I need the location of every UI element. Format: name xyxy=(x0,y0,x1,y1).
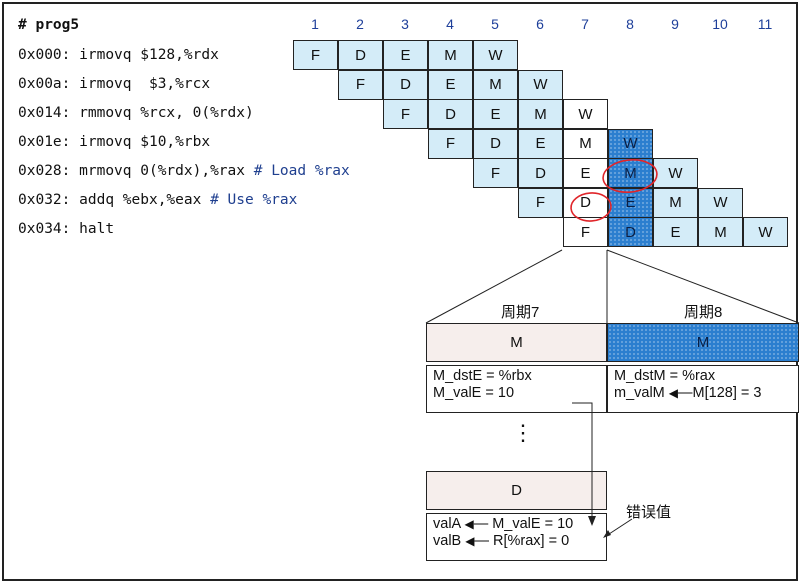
cycle-number: 11 xyxy=(757,16,773,32)
stage-cell: W xyxy=(653,158,698,188)
stage-cell: D xyxy=(518,158,563,188)
ellipsis: ⋮ xyxy=(512,420,534,445)
cycle-number: 2 xyxy=(356,16,364,32)
d-register-body: valA ◀— M_valE = 10 valB ◀— R[%rax] = 0 xyxy=(426,513,607,561)
m-register-cycle7-header: M xyxy=(426,323,607,362)
cycle8-label: 周期8 xyxy=(684,304,723,321)
forward-arrow-head xyxy=(588,516,596,526)
error-arrow-line xyxy=(605,518,633,537)
code-line: 0x01e: irmovq $10,%rbx xyxy=(18,133,210,151)
cycle-number: 6 xyxy=(536,16,544,32)
code-line: 0x028: mrmovq 0(%rdx),%rax # Load %rax xyxy=(18,162,350,180)
stage-cell: W xyxy=(563,99,608,129)
code-instruction: halt xyxy=(79,221,115,237)
stage-cell: W xyxy=(743,217,788,247)
cycle-number: 10 xyxy=(712,16,728,32)
code-instruction: irmovq $10,%rbx xyxy=(79,134,211,150)
m-valm-line: m_valM ◀—M[128] = 3 xyxy=(614,385,762,401)
program-title: # prog5 xyxy=(18,17,80,33)
code-comment: # Load %rax xyxy=(253,163,350,179)
error-arrow-head xyxy=(603,530,611,538)
m-dste-line: M_dstE = %rbx xyxy=(433,368,532,384)
stage-cell: M xyxy=(563,128,608,159)
stage-cell: D xyxy=(428,99,473,129)
m-register-cycle8-header: M xyxy=(607,323,799,362)
stage-cell: F xyxy=(473,158,518,188)
code-line: 0x014: rmmovq %rcx, 0(%rdx) xyxy=(18,104,254,122)
code-address: 0x034: xyxy=(18,221,71,237)
wedge-right-line xyxy=(606,249,800,324)
stage-cell: W xyxy=(608,128,653,159)
code-instruction: addq %ebx,%eax xyxy=(79,192,202,208)
code-address: 0x000: xyxy=(18,47,71,63)
forward-arrow-line xyxy=(572,402,593,524)
stage-cell: F xyxy=(383,99,428,129)
d-register-header: D xyxy=(426,471,607,510)
cycle-number: 8 xyxy=(626,16,634,32)
d-valb-line: valB ◀— R[%rax] = 0 xyxy=(433,533,570,549)
stage-cell: E xyxy=(653,217,698,247)
wedge-left-line xyxy=(425,249,563,324)
code-line: 0x00a: irmovq $3,%rcx xyxy=(18,75,210,93)
code-address: 0x01e: xyxy=(18,134,71,150)
cycle-number: 3 xyxy=(401,16,409,32)
code-line: 0x032: addq %ebx,%eax # Use %rax xyxy=(18,191,297,209)
stage-cell: F xyxy=(338,69,383,100)
circle-m-cycle8 xyxy=(602,159,658,193)
code-address: 0x014: xyxy=(18,105,71,121)
stage-cell: D xyxy=(383,69,428,100)
stage-cell: F xyxy=(293,40,338,70)
code-address: 0x00a: xyxy=(18,76,71,92)
m-register-cycle8-body: M_dstM = %rax m_valM ◀—M[128] = 3 xyxy=(607,365,799,413)
stage-cell: F xyxy=(563,217,608,247)
code-address: 0x032: xyxy=(18,192,71,208)
cycle-number: 9 xyxy=(671,16,679,32)
code-instruction: irmovq $128,%rdx xyxy=(79,47,219,63)
cycle7-label: 周期7 xyxy=(501,304,540,321)
circle-d-cycle7 xyxy=(570,192,612,222)
code-comment: # Use %rax xyxy=(210,192,298,208)
cycle-number: 5 xyxy=(491,16,499,32)
stage-cell: F xyxy=(428,128,473,159)
stage-cell: M xyxy=(608,158,653,188)
stage-cell: M xyxy=(428,40,473,70)
code-address: 0x028: xyxy=(18,163,71,179)
cycle-number: 7 xyxy=(581,16,589,32)
code-instruction: rmmovq %rcx, 0(%rdx) xyxy=(79,105,254,121)
stage-cell: F xyxy=(518,187,563,218)
stage-cell: D xyxy=(338,40,383,70)
cycle-number: 1 xyxy=(311,16,319,32)
stage-cell: M xyxy=(473,69,518,100)
m-dstm-line: M_dstM = %rax xyxy=(614,368,716,384)
annotation-lines xyxy=(425,159,800,538)
stage-cell: M xyxy=(698,217,743,247)
stage-cell: M xyxy=(653,187,698,218)
m-vale-line: M_valE = 10 xyxy=(433,385,515,401)
code-instruction: irmovq $3,%rcx xyxy=(79,76,211,92)
stage-cell: D xyxy=(608,217,653,247)
m-register-cycle7-body: M_dstE = %rbx M_valE = 10 xyxy=(426,365,607,413)
code-instruction: mrmovq 0(%rdx),%rax xyxy=(79,163,245,179)
stage-cell: M xyxy=(518,99,563,129)
d-vala-line: valA ◀— M_valE = 10 xyxy=(433,516,574,532)
cycle-number: 4 xyxy=(446,16,454,32)
error-value-label: 错误值 xyxy=(626,504,672,521)
code-line: 0x000: irmovq $128,%rdx xyxy=(18,46,219,64)
code-line: 0x034: halt xyxy=(18,220,114,238)
